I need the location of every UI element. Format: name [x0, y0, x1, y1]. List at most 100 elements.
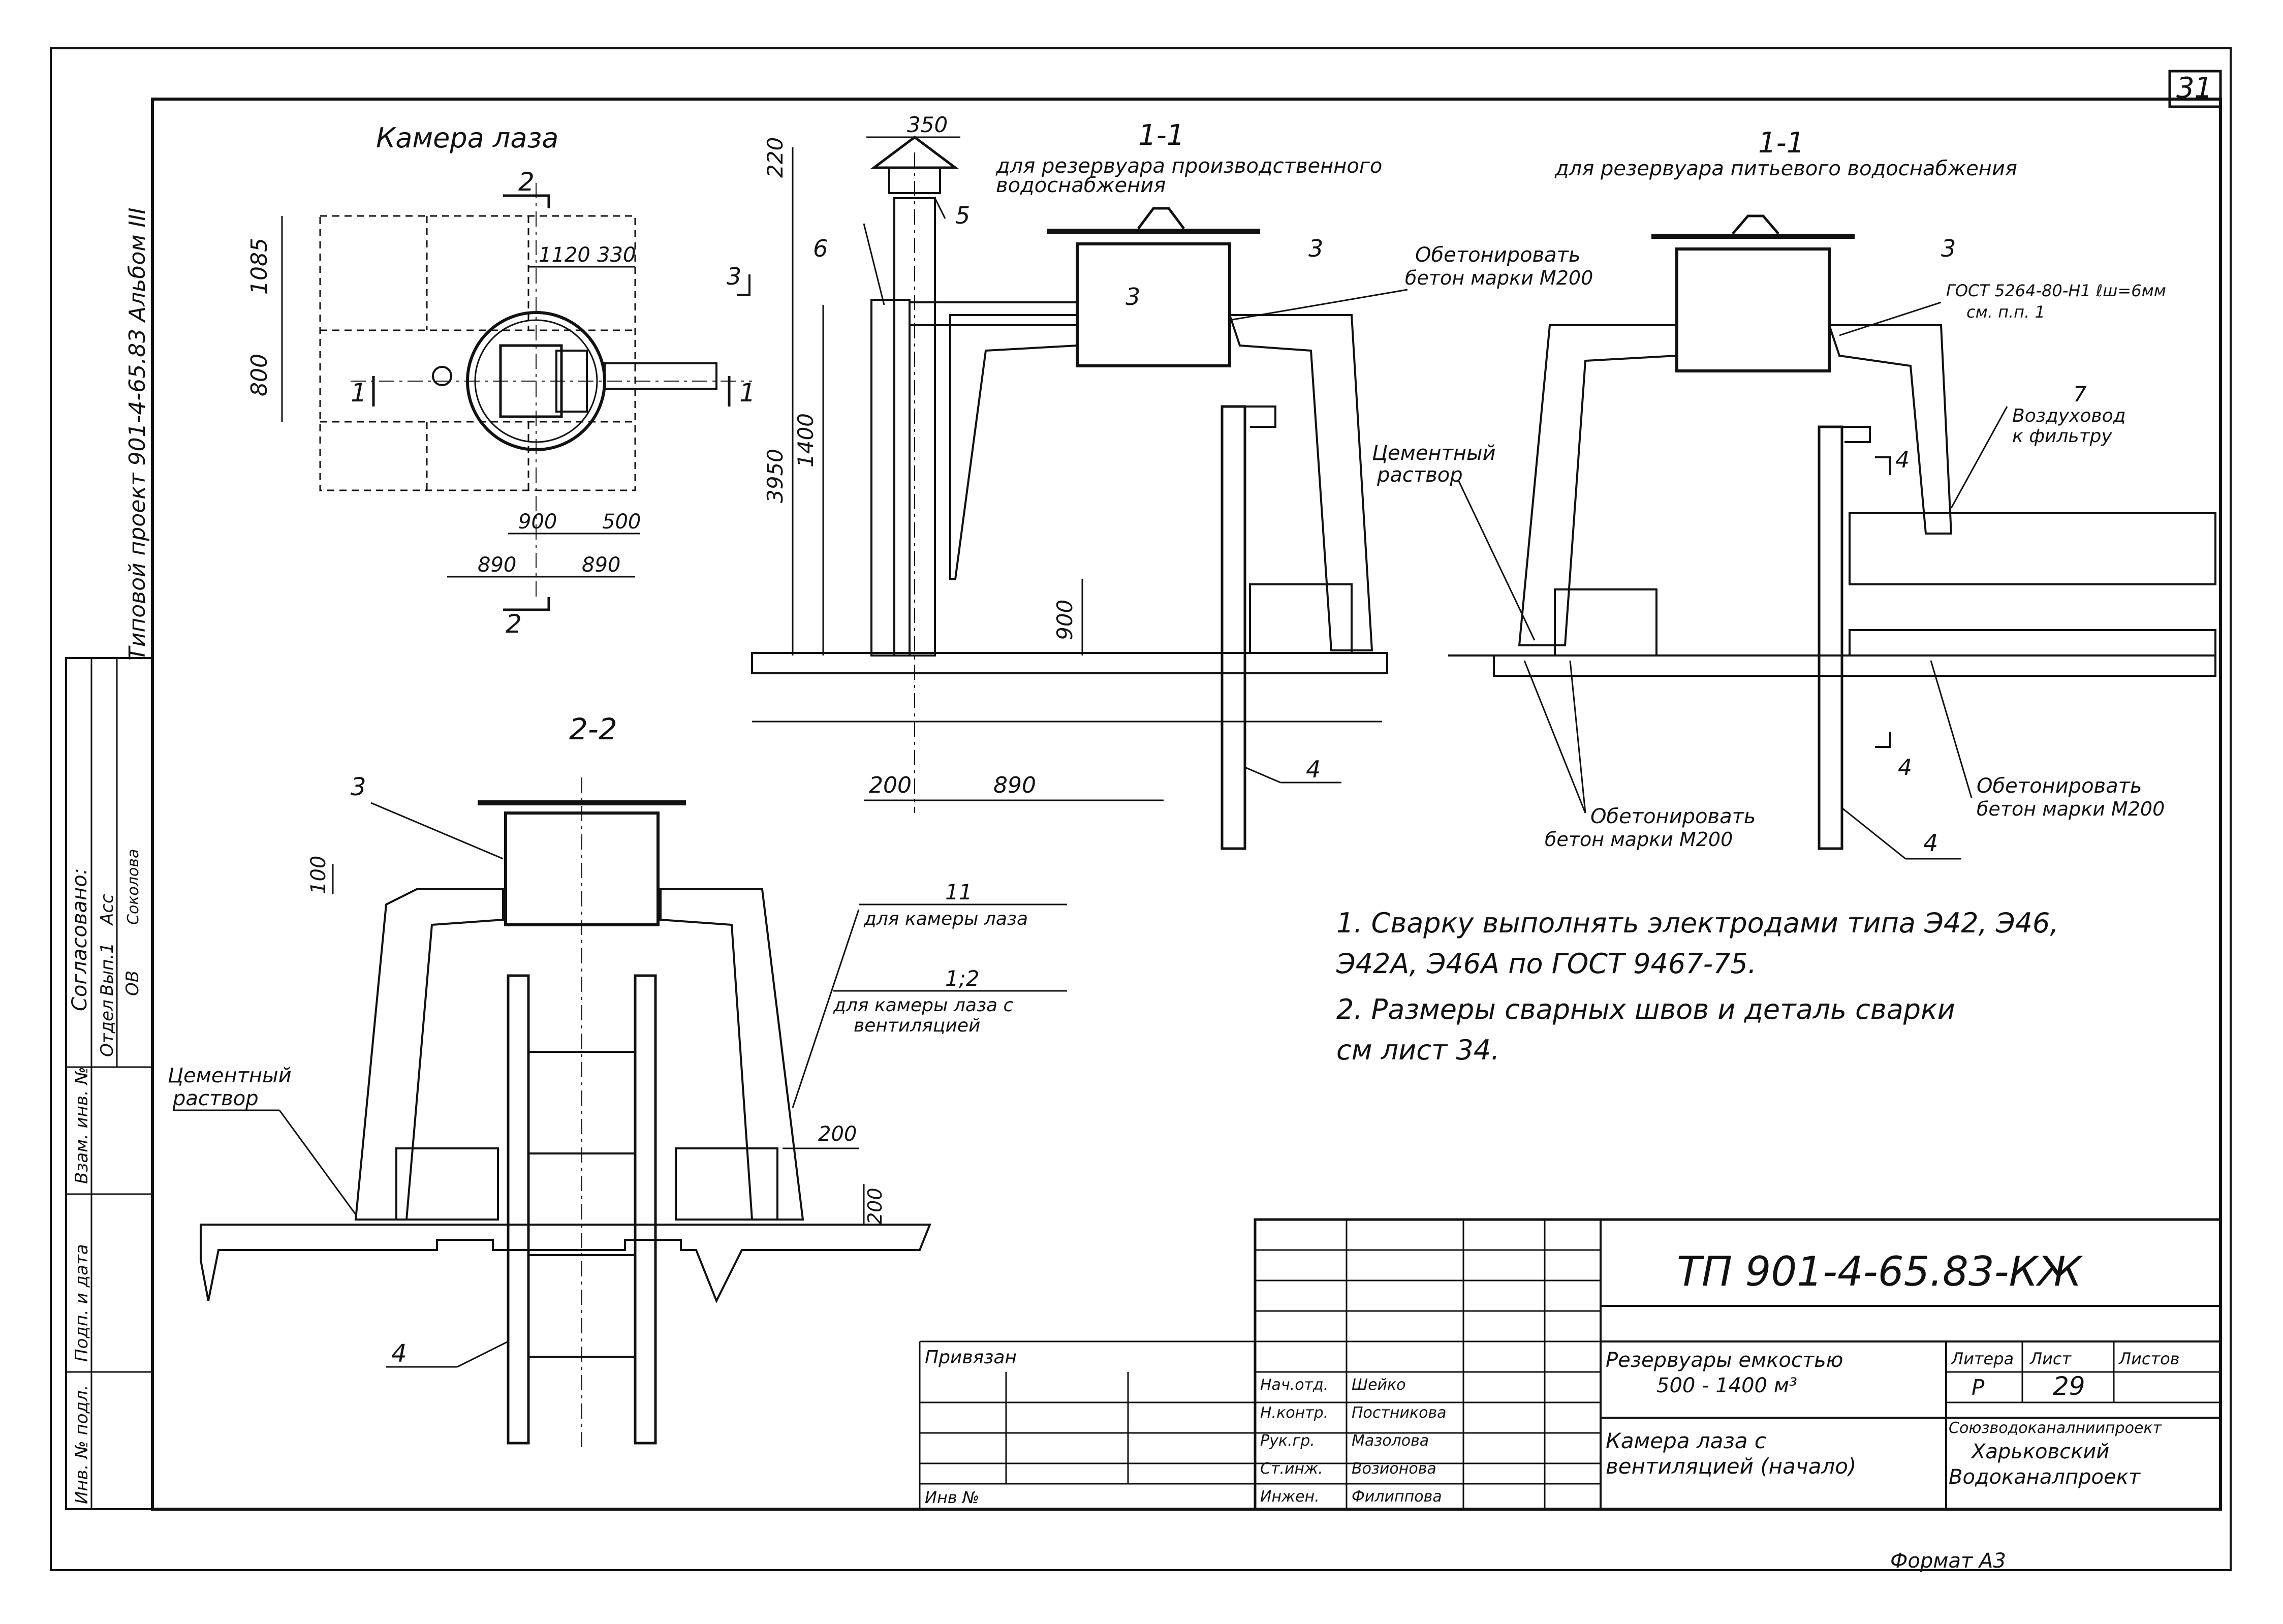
dim-890-b: 890	[582, 553, 620, 577]
title-org2: Харьковский	[1971, 1440, 2109, 1463]
stamp-sign-date: Подп. и дата	[72, 1244, 92, 1362]
title-sheet: 29	[2053, 1371, 2085, 1401]
stamp-acc: Асс	[97, 894, 117, 926]
stamp-ov: ОВ	[122, 971, 143, 996]
callout-concrete-b2: бетон марки М200	[1545, 828, 1733, 851]
dim-900-s11: 900	[1052, 600, 1077, 640]
inner-frame	[151, 98, 2222, 1511]
dim-800: 800	[246, 354, 272, 396]
stamp-sokol: Соколова	[124, 849, 142, 925]
section-11a-caption2: водоснабжения	[996, 174, 1166, 197]
title-org3: Водоканалпроект	[1949, 1465, 2141, 1489]
callout-concrete-a1: Обетонировать	[1415, 243, 1581, 267]
title-inv-no: Инв №	[925, 1488, 979, 1507]
dim-200-22a: 200	[818, 1122, 857, 1146]
callout-cement1: Цементный	[1372, 442, 1496, 465]
mark-6: 6	[813, 235, 828, 262]
title-object2: 500 - 1400 м³	[1656, 1374, 1797, 1397]
dim-330: 330	[597, 243, 636, 267]
role-name: Шейко	[1352, 1376, 1406, 1394]
dim-1400: 1400	[793, 413, 818, 467]
dim-900: 900	[518, 510, 557, 534]
mark-4-a: 4	[1306, 756, 1321, 783]
mark-5: 5	[955, 202, 970, 229]
dim-500: 500	[602, 510, 641, 534]
cut-2-top: 2	[518, 167, 535, 197]
stamp-ex: Вып.1	[97, 943, 117, 996]
role-title: Рук.гр.	[1260, 1432, 1315, 1450]
cut-2-bottom: 2	[506, 609, 522, 639]
callout-for-chamber-vent2: вентиляцией	[854, 1015, 980, 1036]
dim-220: 220	[763, 137, 788, 178]
cut-3-left: 3	[727, 263, 741, 290]
title-sheets-h: Листов	[2118, 1349, 2180, 1368]
stamp-agreed: Согласовано:	[68, 868, 91, 1011]
role-title: Н.контр.	[1260, 1404, 1328, 1422]
dim-890-s11: 890	[993, 772, 1036, 798]
side-stamp: Согласовано: Отдел Вып.1 ОВ Асс Соколова…	[65, 657, 153, 1510]
section-22-title: 2-2	[569, 712, 617, 746]
role-name: Возионова	[1352, 1460, 1436, 1478]
dim-1120: 1120	[539, 243, 590, 267]
cut-3-a: 3	[1125, 283, 1140, 310]
callout-cement2: раствор	[1377, 463, 1463, 487]
stamp-instead-inv: Взам. инв. №	[72, 1067, 92, 1184]
mark-7: 7	[2073, 382, 2087, 407]
note-1b: Э42А, Э46А по ГОСТ 9467-75.	[1336, 948, 1757, 980]
cut-1-left: 1	[351, 378, 367, 408]
title-privyazan: Привязан	[925, 1347, 1017, 1368]
mark-4-c: 4	[391, 1339, 407, 1368]
section-11a-caption1: для резервуара производственного	[995, 154, 1382, 178]
role-name: Мазолова	[1352, 1432, 1429, 1450]
plan-title: Камера лаза	[376, 122, 558, 154]
note-2a: 2. Размеры сварных швов и деталь сварки	[1336, 993, 1955, 1025]
title-object1: Резервуары емкостью	[1606, 1349, 1843, 1372]
notes: 1. Сварку выполнять электродами типа Э42…	[1336, 907, 2059, 1066]
mark-3-c: 3	[351, 773, 366, 801]
callout-for-chamber: для камеры лаза	[863, 909, 1028, 929]
section-1-1-industrial: 1-1 для резервуара производственного вод…	[727, 112, 1593, 850]
callout-gost: ГОСТ 5264-80-Н1 ℓш=6мм	[1946, 281, 2166, 300]
callout-cement-22b: раствор	[172, 1087, 259, 1110]
title-org1: Союзводоканалниипроект	[1949, 1419, 2163, 1437]
title-sheet-name1: Камера лаза с	[1606, 1428, 1766, 1453]
dim-3950: 3950	[763, 449, 788, 503]
mark-4-b: 4	[1923, 829, 1938, 857]
dim-100: 100	[307, 856, 330, 894]
title-block: ТП 901-4-65.83-КЖ Привязан Инв № Резерву…	[919, 1218, 2222, 1511]
section-2-2: 2-2 3 100 11 для камеры лаза 1;2 для кам…	[168, 712, 1067, 1448]
title-code: ТП 901-4-65.83-КЖ	[1677, 1248, 2083, 1295]
plan-view: Камера лаза 2 2 1 1 1085 800	[246, 122, 756, 639]
stamp-inv-orig: Инв. № подл.	[72, 1385, 92, 1504]
callout-cement-22a: Цементный	[168, 1064, 292, 1087]
sheet-number: 31	[2176, 72, 2212, 105]
side-album-label: Типовой проект 901-4-65.83 Альбом III	[124, 208, 150, 661]
dim-200-s11: 200	[869, 772, 912, 798]
callout-concrete-b1: Обетонировать	[1590, 805, 1756, 828]
callout-concrete-c1: Обетонировать	[1977, 774, 2142, 798]
dim-200-22b: 200	[864, 1188, 886, 1225]
role-name: Филиппова	[1352, 1488, 1442, 1506]
section-11b-caption: для резервуара питьевого водоснабжения	[1554, 157, 2017, 180]
cut-4-top: 4	[1895, 447, 1910, 473]
callout-concrete-a2: бетон марки М200	[1405, 267, 1593, 289]
mark-3-b: 3	[1941, 235, 1956, 262]
role-name: Постникова	[1352, 1404, 1447, 1422]
role-title: Инжен.	[1260, 1488, 1320, 1506]
dim-890-a: 890	[478, 553, 516, 577]
cut-4-bottom: 4	[1898, 755, 1912, 780]
title-stage-h: Литера	[1951, 1349, 2014, 1368]
title-sheet-h: Лист	[2029, 1349, 2072, 1368]
callout-concrete-c2: бетон марки М200	[1977, 798, 2165, 820]
title-stage: Р	[1972, 1375, 1985, 1400]
title-sheet-name2: вентиляцией (начало)	[1606, 1454, 1856, 1479]
mark-12: 1;2	[945, 966, 980, 991]
dim-350: 350	[907, 112, 948, 137]
note-1a: 1. Сварку выполнять электродами типа Э42…	[1336, 907, 2059, 939]
callout-for-chamber-vent1: для камеры лаза с	[833, 995, 1014, 1016]
role-title: Ст.инж.	[1260, 1460, 1323, 1478]
callout-see-pk: см. п.п. 1	[1966, 302, 2045, 322]
sheet-format: Формат А3	[1890, 1549, 2006, 1573]
section-1-1-drinking: 1-1 для резервуара питьевого водоснабжен…	[1372, 127, 2216, 860]
